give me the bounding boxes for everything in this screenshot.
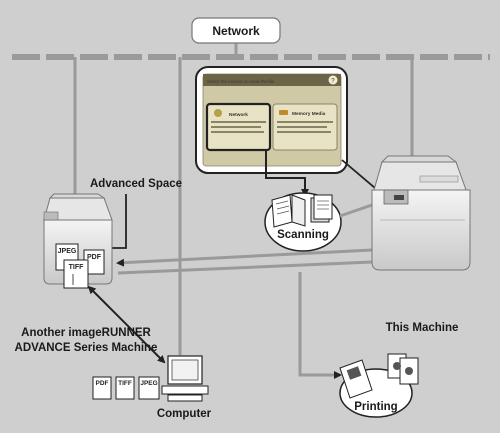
jpeg-file-icon: JPEG: [138, 376, 160, 400]
screen-title: Select the location to save the file.: [207, 79, 275, 84]
network-option-button[interactable]: Network: [205, 102, 272, 152]
network-label-box: Network: [191, 17, 281, 44]
memory-option-label: Memory Media: [292, 111, 326, 117]
scanning-cluster: Scanning: [264, 192, 342, 252]
to-printing-arrow: [298, 272, 342, 379]
svg-text:TIFF: TIFF: [69, 264, 84, 271]
memory-media-icon: [279, 110, 288, 115]
svg-text:PDF: PDF: [96, 380, 109, 387]
printing-cluster: Printing: [339, 353, 419, 418]
desktop-computer-icon: [161, 355, 209, 402]
scanning-label: Scanning: [277, 229, 329, 241]
tiff-file-icon: TIFF: [115, 376, 135, 400]
help-glyph: ?: [331, 79, 335, 85]
another-machine-label-line1: Another imageRUNNER: [21, 327, 151, 339]
network-bus: [12, 42, 490, 355]
svg-text:TIFF: TIFF: [118, 380, 132, 387]
printing-label: Printing: [354, 401, 397, 413]
help-icon[interactable]: [328, 75, 338, 85]
memory-media-option-button[interactable]: Memory Media: [272, 103, 338, 151]
computer-file-icons: PDF TIFF JPEG: [92, 376, 160, 400]
advanced-space-label: Advanced Space: [90, 178, 182, 190]
svg-text:JPEG: JPEG: [140, 380, 157, 387]
svg-text:JPEG: JPEG: [58, 248, 77, 255]
network-option-label: Network: [229, 112, 248, 118]
screen-to-scanning-arrow: [265, 150, 309, 197]
computer-exchange-arrow: [87, 285, 166, 364]
computer-label: Computer: [157, 408, 212, 420]
advanced-space-file-stack: JPEG PDF TIFF: [55, 243, 105, 289]
printed-document-icon: [339, 353, 419, 399]
open-book-icon: [271, 194, 306, 228]
network-label: Network: [212, 24, 260, 38]
this-machine-printer-icon: [371, 155, 471, 271]
pdf-file-icon: PDF: [92, 376, 112, 400]
this-machine-label: This Machine: [386, 322, 459, 334]
control-panel-callout: Select the location to save the file. ? …: [195, 66, 348, 174]
svg-text:PDF: PDF: [87, 254, 102, 261]
tiff-file-icon: TIFF: [63, 259, 89, 289]
to-another-machine-arrow: [116, 248, 373, 267]
document-stack-icon: [310, 194, 333, 223]
another-machine-label-line2: ADVANCE Series Machine: [15, 342, 158, 354]
from-another-machine-line: [117, 260, 373, 275]
this-machine-panel: [394, 195, 404, 200]
network-globe-icon: [214, 109, 222, 117]
scan-link: [339, 203, 373, 218]
